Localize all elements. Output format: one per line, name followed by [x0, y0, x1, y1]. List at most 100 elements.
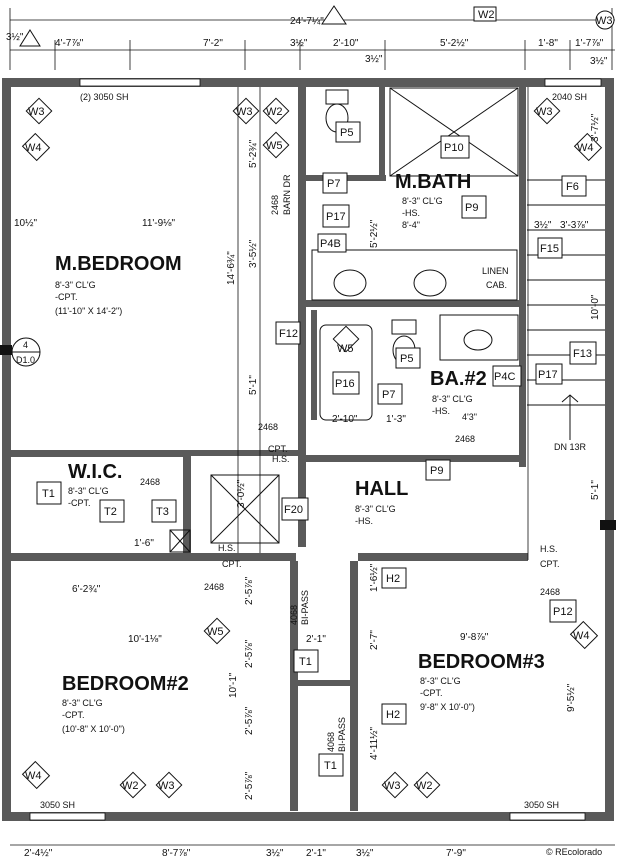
svg-text:F12: F12: [279, 328, 298, 340]
svg-text:W4: W4: [573, 630, 590, 642]
svg-text:8'-3" CL'G: 8'-3" CL'G: [55, 280, 96, 290]
svg-text:3'-5½": 3'-5½": [248, 239, 259, 268]
svg-text:-CPT.: -CPT.: [55, 292, 78, 302]
svg-text:W2: W2: [266, 106, 283, 118]
svg-text:T1: T1: [42, 488, 55, 500]
svg-text:W3: W3: [596, 15, 613, 27]
svg-text:2'-7": 2'-7": [369, 630, 380, 650]
svg-text:W4: W4: [25, 770, 42, 782]
svg-text:W5: W5: [207, 626, 224, 638]
svg-text:9'-8" X 10'-0"): 9'-8" X 10'-0"): [420, 702, 475, 712]
svg-text:H.S.: H.S.: [218, 543, 236, 553]
svg-text:H2: H2: [386, 709, 400, 721]
svg-text:T1: T1: [324, 760, 337, 772]
svg-text:2468: 2468: [455, 434, 475, 444]
svg-text:DN 13R: DN 13R: [554, 442, 587, 452]
svg-text:H.S.: H.S.: [272, 454, 290, 464]
svg-text:2468: 2468: [258, 422, 278, 432]
svg-text:-CPT.: -CPT.: [420, 688, 443, 698]
svg-text:CPT.: CPT.: [222, 559, 242, 569]
svg-text:W3: W3: [236, 106, 253, 118]
svg-text:-CPT.: -CPT.: [62, 710, 85, 720]
svg-text:4068: 4068: [289, 605, 299, 625]
room-name: M.BATH: [395, 171, 471, 193]
svg-text:BI-PASS: BI-PASS: [337, 717, 347, 752]
vanity-ba2: [439, 314, 519, 361]
window-bottom-right: [509, 812, 586, 821]
svg-text:D1.0: D1.0: [16, 355, 35, 365]
svg-text:P7: P7: [327, 178, 340, 190]
dim-top-9: 1'-7⅞": [575, 38, 604, 49]
svg-text:W3: W3: [158, 780, 175, 792]
svg-text:8'-3" CL'G: 8'-3" CL'G: [68, 486, 109, 496]
dim-top-8: 1'-8": [538, 38, 558, 49]
dim-top-2: 4'-7⅞": [55, 38, 84, 49]
misc-labels: LINEN CAB. BARN DR 2468 2468 2468 2468 2…: [11, 92, 602, 857]
svg-text:2468: 2468: [540, 587, 560, 597]
dim-top-10: 3½": [590, 56, 608, 67]
svg-text:W3: W3: [536, 106, 553, 118]
svg-text:W5: W5: [337, 343, 354, 355]
svg-text:P5: P5: [340, 127, 353, 139]
svg-text:14'-6¾": 14'-6¾": [226, 251, 237, 285]
svg-text:6'-2¾": 6'-2¾": [72, 584, 101, 595]
room-name: BEDROOM#2: [62, 673, 189, 695]
svg-text:2'-5⅞": 2'-5⅞": [244, 576, 255, 605]
attic-access: [169, 529, 191, 553]
tag-top-w3: [595, 10, 615, 30]
svg-text:2'-10": 2'-10": [332, 414, 358, 425]
svg-text:9'-5½": 9'-5½": [566, 683, 577, 712]
svg-text:-HS.: -HS.: [355, 516, 373, 526]
room-name: M.BEDROOM: [55, 253, 182, 275]
svg-text:-CPT.: -CPT.: [68, 498, 91, 508]
dim-overall-width: 24'-7¼": [290, 15, 324, 27]
svg-text:P9: P9: [465, 202, 478, 214]
svg-text:8'-7⅞": 8'-7⅞": [162, 848, 191, 859]
window-bottom-left: [29, 812, 106, 821]
svg-text:LINEN: LINEN: [482, 266, 509, 276]
svg-text:2'-5⅞": 2'-5⅞": [244, 706, 255, 735]
svg-text:H.S.: H.S.: [540, 544, 558, 554]
window-top: [79, 78, 201, 87]
svg-text:W3: W3: [384, 780, 401, 792]
svg-text:T1: T1: [299, 656, 312, 668]
svg-text:2'-1": 2'-1": [306, 848, 326, 859]
svg-text:CPT.: CPT.: [268, 444, 288, 454]
svg-text:T3: T3: [156, 506, 169, 518]
dim-top-4: 3½": [290, 38, 308, 49]
window-label: 2040 SH: [552, 92, 587, 102]
svg-text:BARN DR: BARN DR: [282, 174, 292, 215]
toilet-tank-icon: [391, 319, 417, 335]
room-mbedroom: M.BEDROOM 8'-3" CL'G -CPT. (11'-10" X 14…: [55, 253, 182, 316]
tag-top-w2: [473, 6, 497, 22]
svg-text:1'-3": 1'-3": [386, 414, 406, 425]
sink-icon: [463, 329, 493, 351]
svg-text:W2: W2: [416, 780, 433, 792]
svg-text:P4C: P4C: [494, 371, 515, 383]
window-label: (2) 3050 SH: [80, 92, 129, 102]
svg-text:4: 4: [23, 340, 28, 350]
fixtures: [169, 87, 605, 553]
svg-text:F15: F15: [540, 243, 559, 255]
svg-text:10'-1": 10'-1": [228, 672, 239, 698]
svg-text:10'-0": 10'-0": [590, 294, 601, 320]
svg-text:2468: 2468: [270, 195, 280, 215]
svg-text:7'-9": 7'-9": [446, 848, 466, 859]
svg-text:P9: P9: [430, 465, 443, 477]
svg-text:4'-11½": 4'-11½": [369, 726, 380, 760]
svg-text:(10'-8" X 10'-0"): (10'-8" X 10'-0"): [62, 724, 125, 734]
fixture-tags: W3 W4 W3 W2 W5 W3 W5 W5 W4 W2 W3 W3 W2 W…: [21, 97, 603, 799]
svg-text:8'-3" CL'G: 8'-3" CL'G: [355, 504, 396, 514]
svg-text:4068: 4068: [326, 732, 336, 752]
room-bedroom2: BEDROOM#2 8'-3" CL'G -CPT. (10'-8" X 10'…: [62, 673, 189, 734]
svg-text:P5: P5: [400, 353, 413, 365]
shower: [389, 87, 519, 177]
svg-text:F20: F20: [284, 504, 303, 516]
dim-top-6: 5'-2½": [440, 38, 469, 49]
svg-text:P10: P10: [444, 142, 464, 154]
window-label: 3050 SH: [40, 800, 75, 810]
svg-text:CAB.: CAB.: [486, 280, 507, 290]
svg-text:W2: W2: [478, 9, 495, 21]
watermark: © REcolorado: [546, 847, 602, 857]
